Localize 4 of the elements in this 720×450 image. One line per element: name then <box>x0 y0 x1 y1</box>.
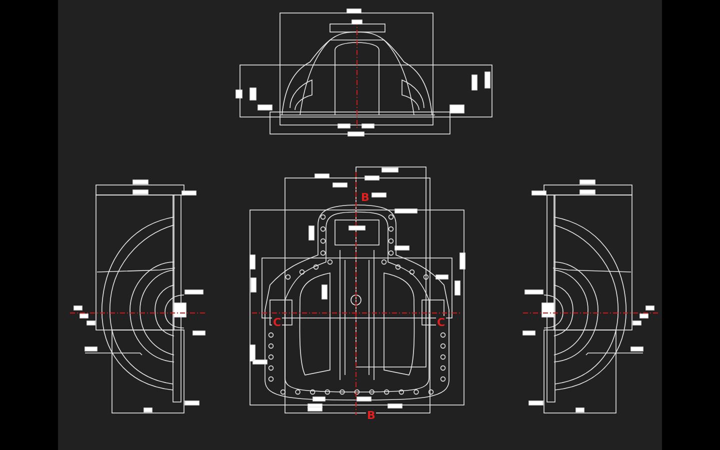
section-label: C <box>272 316 282 329</box>
section-label: B <box>366 409 376 422</box>
section-label: C <box>436 316 446 329</box>
section-label: B <box>360 191 370 204</box>
